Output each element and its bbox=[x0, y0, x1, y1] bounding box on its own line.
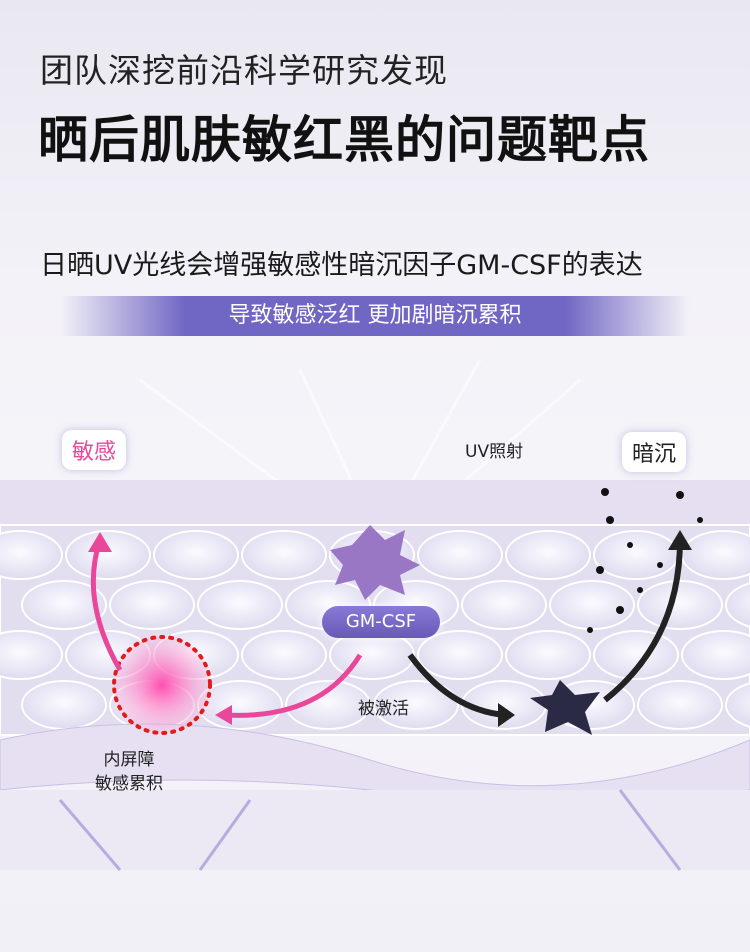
skin-cell bbox=[549, 580, 635, 630]
skin-cell bbox=[241, 530, 327, 580]
arrow-activate bbox=[407, 653, 506, 718]
basal-layer bbox=[0, 723, 750, 801]
skin-cell bbox=[21, 580, 107, 630]
skin-cell bbox=[417, 530, 503, 580]
subtitle: 团队深挖前沿科学研究发现 bbox=[40, 51, 448, 90]
skin-cell bbox=[417, 630, 503, 680]
skin-cell bbox=[0, 630, 63, 680]
skin-cell bbox=[197, 580, 283, 630]
gm-csf-label: GM-CSF bbox=[322, 606, 440, 638]
skin-cell bbox=[373, 680, 459, 730]
skin-cell bbox=[21, 680, 107, 730]
skin-cell bbox=[505, 530, 591, 580]
skin-cell bbox=[681, 630, 750, 680]
description: 日晒UV光线会增强敏感性暗沉因子GM-CSF的表达 bbox=[40, 250, 643, 281]
melanocyte bbox=[530, 680, 600, 735]
fibers bbox=[58, 789, 682, 871]
dermis bbox=[0, 790, 750, 870]
barrier-line1: 内屏障 bbox=[103, 750, 155, 770]
melanin-dots bbox=[587, 488, 703, 633]
skin-cell bbox=[65, 530, 151, 580]
inflamed-cell bbox=[112, 635, 212, 735]
tag-sensitive: 敏感 bbox=[62, 430, 127, 470]
uv-label: UV照射 bbox=[465, 442, 524, 462]
skin-cell bbox=[637, 580, 723, 630]
barrier-label: 内屏障 敏感累积 bbox=[95, 748, 163, 796]
arrow-to-barrier-pink bbox=[224, 653, 363, 718]
activated-label: 被激活 bbox=[358, 699, 409, 719]
skin-cell bbox=[0, 530, 63, 580]
skin-cell bbox=[725, 682, 750, 728]
highlight-banner: 导致敏感泛红 更加剧暗沉累积 bbox=[60, 296, 690, 336]
skin-cell bbox=[461, 580, 547, 630]
skin-cell bbox=[725, 582, 750, 628]
skin-cell bbox=[329, 630, 415, 680]
skin-cell bbox=[153, 530, 239, 580]
skin-cell bbox=[285, 680, 371, 730]
barrier-line2: 敏感累积 bbox=[95, 774, 163, 794]
skin-surface bbox=[0, 480, 750, 525]
skin-cell bbox=[241, 630, 327, 680]
arrow-up-dark bbox=[603, 539, 683, 703]
arrow-up-pink bbox=[90, 539, 123, 672]
skin-cell bbox=[109, 580, 195, 630]
skin-cell bbox=[505, 630, 591, 680]
skin-cell bbox=[681, 530, 750, 580]
page-title: 晒后肌肤敏红黑的问题靶点 bbox=[38, 111, 650, 169]
gm-csf-molecule bbox=[330, 525, 420, 600]
tag-dull: 暗沉 bbox=[622, 432, 687, 472]
skin-cell bbox=[593, 530, 679, 580]
skin-cell bbox=[637, 680, 723, 730]
